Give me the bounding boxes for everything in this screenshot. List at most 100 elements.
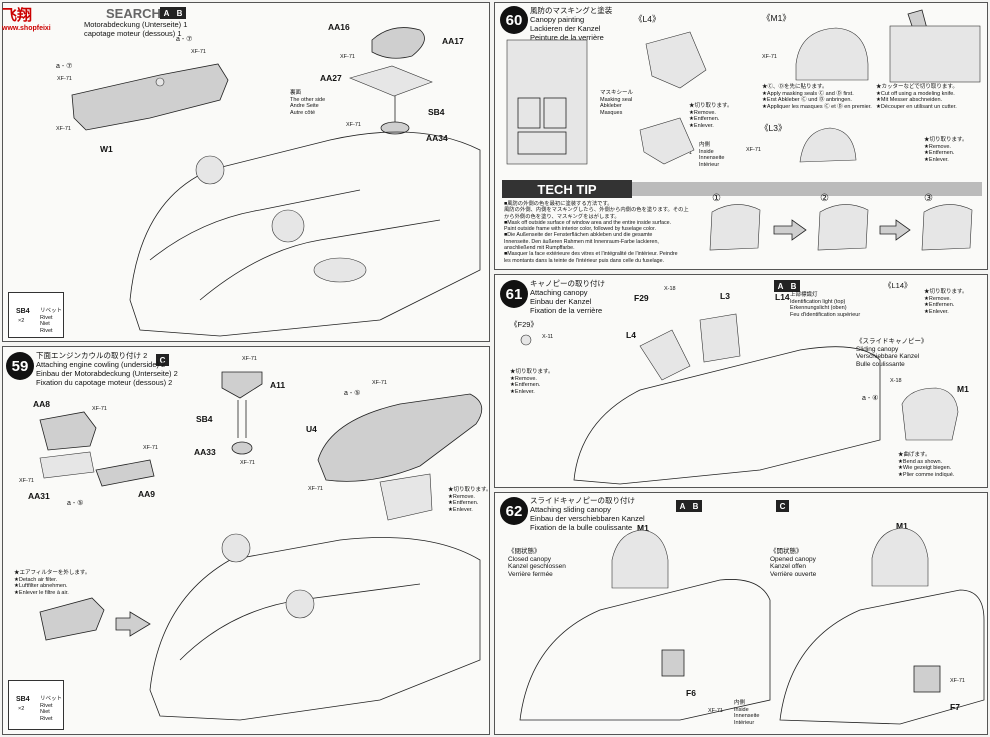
canopy-m1-61 [901,387,959,441]
masking-sheet [506,39,588,165]
masking-instr-fr: ★Appliquer les masques Ⓒ et Ⓓ en premier… [762,103,872,110]
step-62-title: スライドキャノピーの取り付け Attaching sliding canopy … [530,496,645,532]
knife-instr-en: ★Cut off using a modeling knife. [876,90,955,97]
paint-xf71-59c: XF-71 [143,445,158,451]
part-sb4-59: SB4 [196,414,213,424]
masking-jp: マスキシール [600,90,634,96]
tech-tip-text: ■風防の外側の色を最初に塗装する方法です。 風防の外側、内側をマスキングしたら、… [504,201,689,264]
tip-line-5: ■Die Außenseite der Fensterflächen abkle… [504,232,653,239]
step-58-title: Motorabdeckung (Unterseite) 1 capotage m… [84,20,187,38]
part-l14: L14 [775,292,790,302]
step-62-title-fr: Fixation de la bulle coulissante [530,523,633,532]
part-aa34: AA34 [426,133,448,143]
masking-en: Masking seal [600,96,633,103]
light-note-fr: Feu d'identification supérieur [790,311,861,318]
tip-line-3: ■Mask off outside surface of window area… [504,219,672,226]
step-60-title-en: Canopy painting [530,15,585,24]
bend-note-en: ★Bend as shown. [898,458,943,465]
masking-instr-jp: ★Ⓒ、Ⓓを先に貼ります。 [762,84,828,90]
chip-b-62: B [689,500,702,512]
tip-line-2: から外側の色を塗り、マスキングをはがします。 [504,213,620,220]
part-f29: F29 [634,293,649,303]
cut-note-60b: ★切り取ります。 ★Remove. ★Entfernen. ★Enlever. [924,137,967,163]
paint-xf71-59d: XF-71 [19,478,34,484]
open-fr: Verrière ouverte [770,570,817,578]
watermark-line2: www.shopfeixi [2,25,51,32]
rivet-de-58: Niet [40,321,50,327]
chip-a-61: A [774,280,787,292]
part-aa33: AA33 [194,447,216,457]
part-aa8: AA8 [33,399,51,409]
watermark-line1: 飞翔 [2,7,33,24]
open-de: Kanzel offen [770,563,807,570]
step-59-version-chips: C [156,354,169,366]
step-61-badge: 61 [500,280,528,308]
filter-note-59: ★エアフィルターを外します。 ★Detach air filter. ★Luft… [14,570,90,596]
knife-instr: ★カッターなどで切り取ります。 ★Cut off using a modelin… [876,84,958,110]
part-m1-62a: M1 [637,523,649,533]
inside-60-en: Inside [699,148,714,155]
tech-tip-header: TECH TIP [502,180,632,198]
paint-xf71-58e: XF-71 [346,122,361,128]
step-59-badge: 59 [6,352,34,380]
cut-note-61b-fr: ★Enlever. [924,308,949,315]
chip-c-62: C [776,500,789,512]
closed-label: 《閉状態》 Closed canopy Kanzel geschlossen V… [508,548,566,578]
part-f7: F7 [950,702,960,712]
cut-note-59-jp: ★切り取ります。 [448,487,492,493]
part-aa27-shape [349,65,433,97]
canopy-m1-62a [611,529,669,589]
part-aa16: AA16 [328,22,350,32]
tip-line-9: les montants dans la teinte de l'intérie… [504,257,665,264]
masking-de: Abkleber [600,103,622,109]
cut-note-60a: ★切り取ります。 ★Remove. ★Entfernen. ★Enlever. [689,103,732,129]
step-60-title: 風防のマスキングと塗装 Canopy painting Lackieren de… [530,6,612,42]
inside-60-jp: 内側 [699,142,711,148]
cut-note-60a-jp: ★切り取ります。 [689,103,733,109]
chip-c-59: C [156,354,169,366]
cut-note-61b-de: ★Entfernen. [924,302,955,308]
light-note: 上部標識灯 Identification light (top) Erkennu… [790,292,860,318]
part-u4: U4 [306,424,317,434]
knife-instr-jp: ★カッターなどで切り取ります。 [876,84,958,90]
open-en: Opened canopy [770,555,816,563]
sliding-jp: 《スライドキャノピー》 [856,338,928,345]
step-61-title-de: Einbau der Kanzel [530,297,592,306]
fuselage-62-closed [519,579,771,721]
paint-xf71-58c: XF-71 [56,126,71,132]
cut-note-59-fr: ★Enlever. [448,506,473,513]
fuselage-58 [129,131,481,337]
step-60-title-de: Lackieren der Kanzel [530,24,601,33]
part-a11-shape [221,371,263,399]
cut-note-59-en: ★Remove. [448,493,475,500]
fuselage-61 [573,346,881,485]
tip-step-2: ② [820,193,829,204]
part-aa31: AA31 [28,491,50,501]
step-62-chips-ab: A B [676,500,702,512]
bend-note-de: ★Wie gezeigt biegen. [898,465,952,471]
cut-note-60a-fr: ★Enlever. [689,122,714,129]
paint-xf71-60a: XF-71 [762,54,777,60]
filter-note-de: ★Luftfilter abnehmen. [14,583,68,589]
paint-xf71-58a: XF-71 [191,49,206,55]
rivet-text-59: リベット Rivet Niet Rivet [40,696,62,722]
tip-step-3: ③ [924,193,933,204]
paint-xf71-59b: XF-71 [92,406,107,412]
decal-a4: a - ④ [862,395,879,402]
other-side-en: The other side [290,96,326,103]
inside-62-en: Inside [734,706,749,713]
part-u4-shape [317,393,483,482]
step-60-title-fr: Peinture de la verrière [530,33,604,42]
fuselage-59 [149,537,481,721]
step-62-title-de: Einbau der verschiebbaren Kanzel [530,514,645,523]
step-60-title-jp: 風防のマスキングと塗装 [530,6,613,15]
step-59-title-fr: Fixation du capotage moteur (dessous) 2 [36,378,173,387]
part-aa9-shape [95,459,155,487]
bend-note-fr: ★Plier comme indiqué. [898,471,955,478]
step-61-panel [494,274,988,488]
part-a11: A11 [270,380,286,390]
step-62-chips-c: C [776,500,789,512]
step-61-title: キャノピーの取り付け Attaching canopy Einbau der K… [530,279,605,315]
cut-note-61a-fr: ★Enlever. [510,388,535,395]
inside-label-60: 内側 Inside Innenseite Intérieur [699,142,724,168]
